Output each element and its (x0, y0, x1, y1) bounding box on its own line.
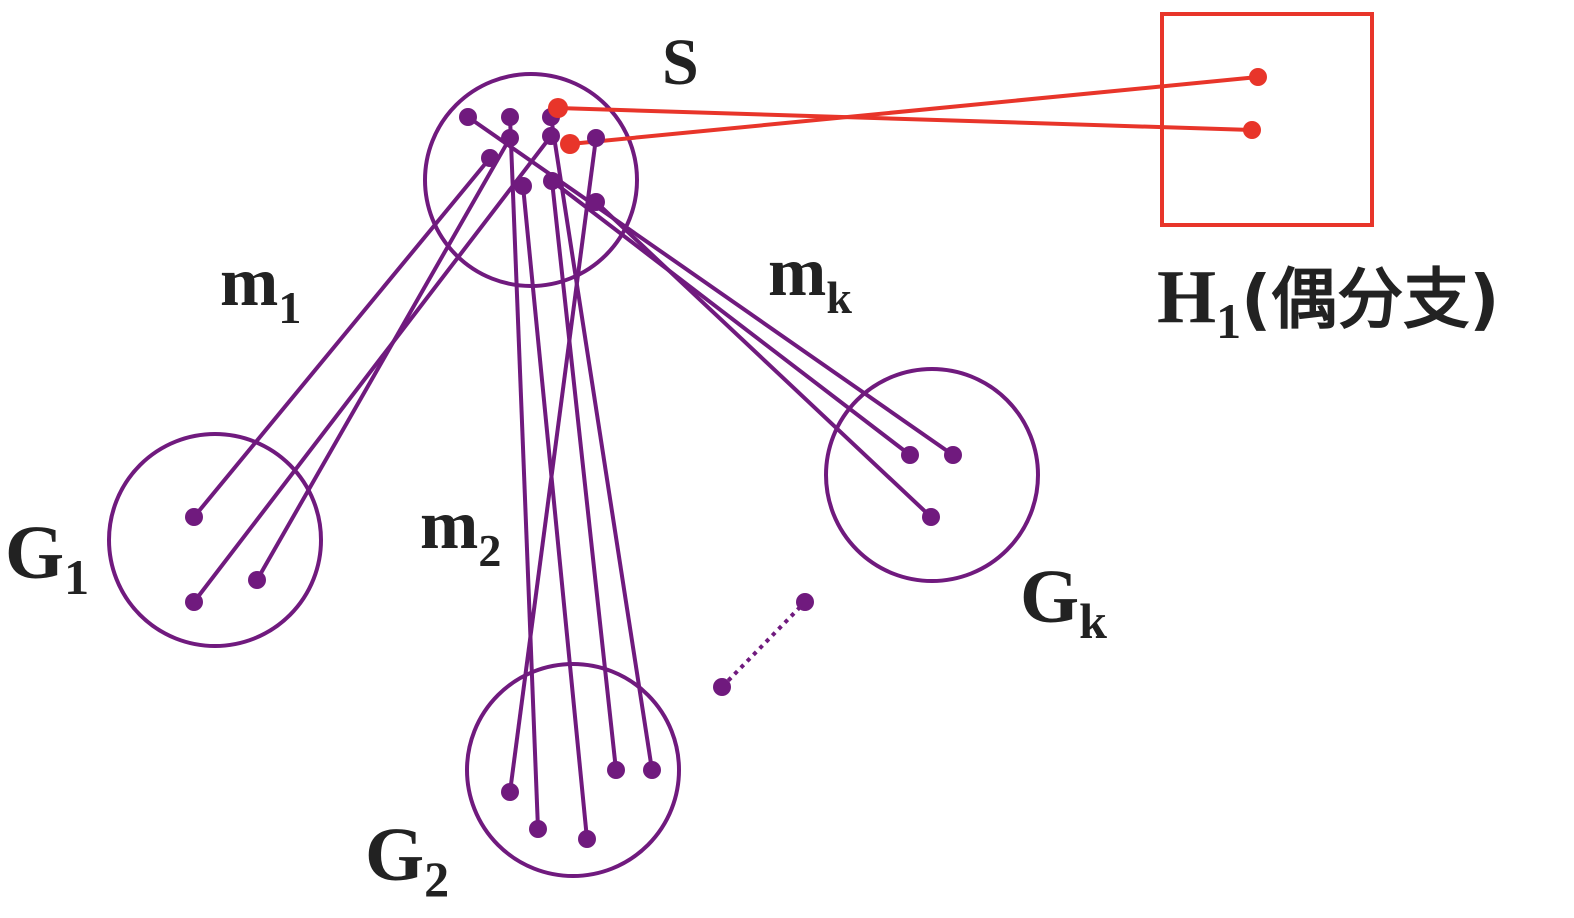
h1-odd-component-box (1160, 12, 1374, 227)
vertex-dot (643, 761, 661, 779)
component-g2-circle (465, 662, 681, 878)
vertex-dot (944, 446, 962, 464)
h1-edge (569, 75, 1259, 146)
vertex-dot (922, 508, 940, 526)
s-vertex-dot (543, 172, 561, 190)
h1-vertex-dot (1249, 68, 1267, 86)
h1-s-vertex-dot (560, 134, 580, 154)
label-g1: G1 (5, 511, 89, 605)
matching-edge (508, 137, 598, 793)
h1-vertex-dot (1243, 121, 1261, 139)
vertex-dot (529, 820, 547, 838)
vertex-dot (578, 830, 596, 848)
component-g1-circle (107, 432, 323, 648)
vertex-dot (501, 783, 519, 801)
matching-edge (192, 156, 492, 519)
matching-edge (550, 179, 912, 457)
matching-edge (192, 134, 553, 604)
matching-edge (549, 116, 654, 771)
label-m2: m2 (420, 487, 501, 576)
vertex-dot (901, 446, 919, 464)
label-mk: mk (768, 234, 852, 323)
label-h1: H1(偶分支) (1157, 255, 1499, 349)
s-vertex-dot (459, 108, 477, 126)
matching-edge (508, 116, 540, 830)
s-vertex-dot (587, 193, 605, 211)
s-vertex-dot (481, 149, 499, 167)
matching-edge (521, 185, 589, 840)
s-vertex-dot (501, 129, 519, 147)
matching-edge (594, 200, 933, 519)
vertex-dot (185, 593, 203, 611)
vertex-dot (607, 761, 625, 779)
s-vertex-dot (587, 129, 605, 147)
h1-s-vertex-dot (548, 98, 568, 118)
ellipsis-dot (796, 593, 814, 611)
label-g2: G2 (365, 813, 449, 907)
h1-edge (557, 106, 1253, 132)
label-gk: Gk (1020, 555, 1107, 649)
matching-edge (255, 137, 512, 581)
ellipsis-dot (713, 678, 731, 696)
label-s: S (662, 26, 699, 99)
vertex-dot (248, 571, 266, 589)
s-vertex-dot (514, 177, 532, 195)
label-m1: m1 (220, 244, 301, 333)
s-vertex-dot (542, 127, 560, 145)
vertex-dot (185, 508, 203, 526)
ellipsis-dotted-line (720, 600, 807, 689)
component-gk-circle (824, 367, 1040, 583)
s-vertex-dot (501, 108, 519, 126)
set-s-circle (423, 72, 639, 288)
